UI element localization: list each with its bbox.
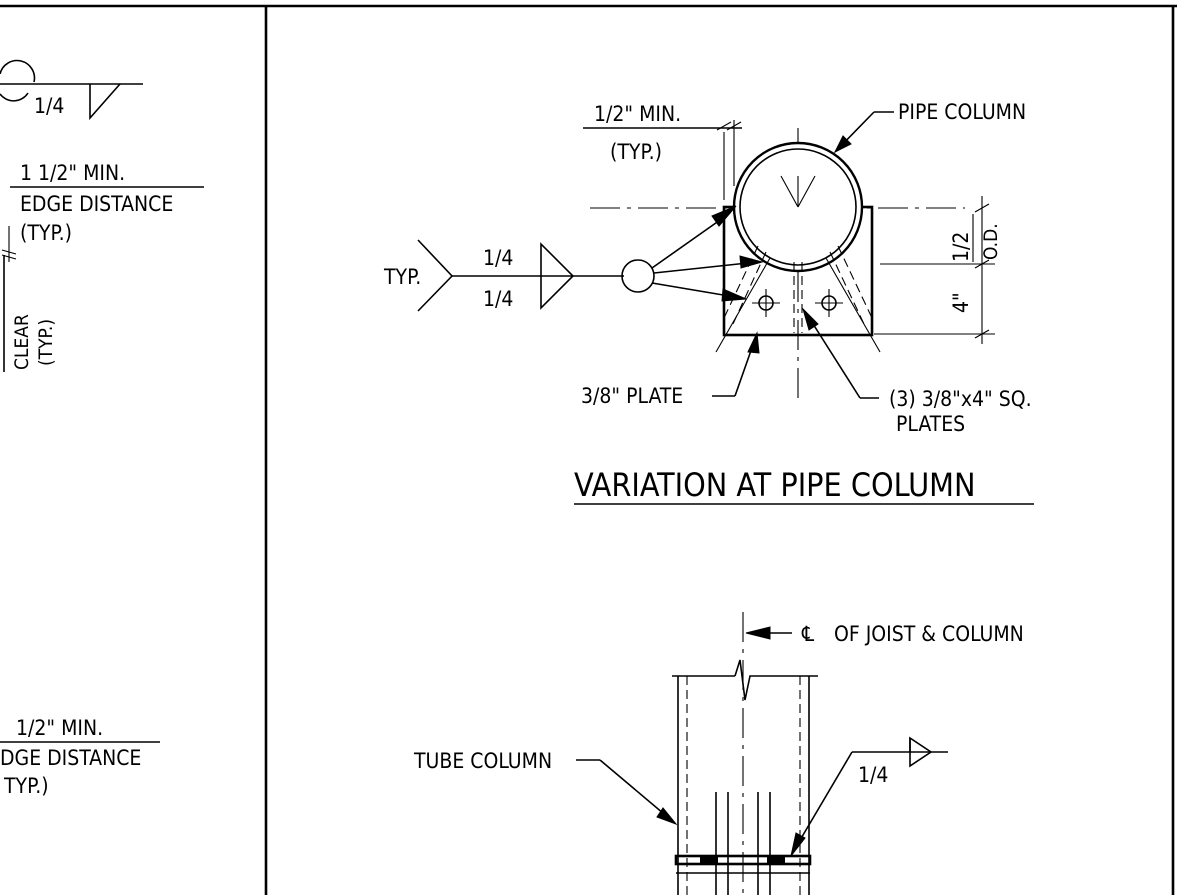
centerline-label: OF JOIST & COLUMN [834, 622, 1024, 646]
pipe-column-label: PIPE COLUMN [898, 100, 1026, 124]
weld-bottom-size: 1/4 [483, 287, 513, 311]
centerline-callout: ℄ OF JOIST & COLUMN [745, 622, 1024, 646]
left-partial-detail: 1/4 1 1/2" MIN. EDGE DISTANCE (TYP.) CLE… [0, 59, 204, 798]
svg-text:TYP.): TYP.) [3, 774, 49, 798]
detail-title: VARIATION AT PIPE COLUMN [574, 466, 976, 504]
min-distance-note: 1/2" MIN. (TYP.) [583, 102, 742, 200]
sq-plates-line2: PLATES [896, 412, 965, 436]
svg-text:CLEAR: CLEAR [11, 314, 33, 370]
tube-column-detail: ℄ OF JOIST & COLUMN TUBE COLUMN [413, 612, 1024, 895]
pipe-dimensions: 1/2 O.D. 4" [874, 196, 1002, 344]
plate-label: 3/8" PLATE [581, 384, 683, 408]
stiffener-plates [715, 245, 881, 353]
left-clear-label: CLEAR (TYP.) [3, 255, 57, 372]
typ-label: TYP. [383, 265, 421, 289]
sq-plates-line1: (3) 3/8"x4" SQ. [889, 387, 1032, 411]
centerline-symbol: ℄ [801, 622, 815, 646]
tube-column-callout: TUBE COLUMN [413, 749, 678, 826]
pipe-column-detail: 1/2" MIN. (TYP.) PIPE COLUMN TYP. 1/4 1/… [383, 100, 1034, 505]
sheet-frame [0, 4, 1177, 895]
sq-plates-callout: (3) 3/8"x4" SQ. PLATES [801, 307, 1032, 436]
plate-callout: 3/8" PLATE [581, 331, 760, 408]
dim-half-od-label: O.D. [980, 223, 1002, 260]
svg-text:DGE DISTANCE: DGE DISTANCE [0, 746, 141, 770]
tube-column-label: TUBE COLUMN [413, 749, 552, 773]
svg-text:1/2" MIN.: 1/2" MIN. [16, 716, 103, 740]
left-edge-distance-bottom: 1/2" MIN. DGE DISTANCE TYP.) [0, 716, 160, 798]
svg-text:(TYP.): (TYP.) [610, 140, 662, 164]
pipe-column-callout: PIPE COLUMN [833, 100, 1026, 154]
weld-symbol-left: 1/4 [0, 59, 143, 121]
left-weld-size: 1/4 [34, 94, 64, 118]
pipe-detail-title: VARIATION AT PIPE COLUMN [574, 466, 1034, 505]
left-edge-distance-top: 1 1/2" MIN. EDGE DISTANCE (TYP.) [1, 161, 204, 262]
weld-top-size: 1/4 [483, 246, 513, 270]
svg-text:1/2" MIN.: 1/2" MIN. [594, 102, 681, 126]
svg-text:(TYP.): (TYP.) [35, 319, 57, 366]
dim-half-od-num: 1/2 [949, 232, 973, 262]
dim-four-inch: 4" [949, 292, 973, 313]
tube-weld-symbol: 1/4 [790, 736, 948, 857]
svg-text:1 1/2" MIN.: 1 1/2" MIN. [20, 161, 125, 185]
svg-text:(TYP.): (TYP.) [20, 221, 72, 245]
weld-symbol-typ: TYP. 1/4 1/4 [383, 205, 764, 312]
tube-weld-size: 1/4 [858, 763, 888, 787]
svg-text:EDGE DISTANCE: EDGE DISTANCE [20, 192, 173, 216]
